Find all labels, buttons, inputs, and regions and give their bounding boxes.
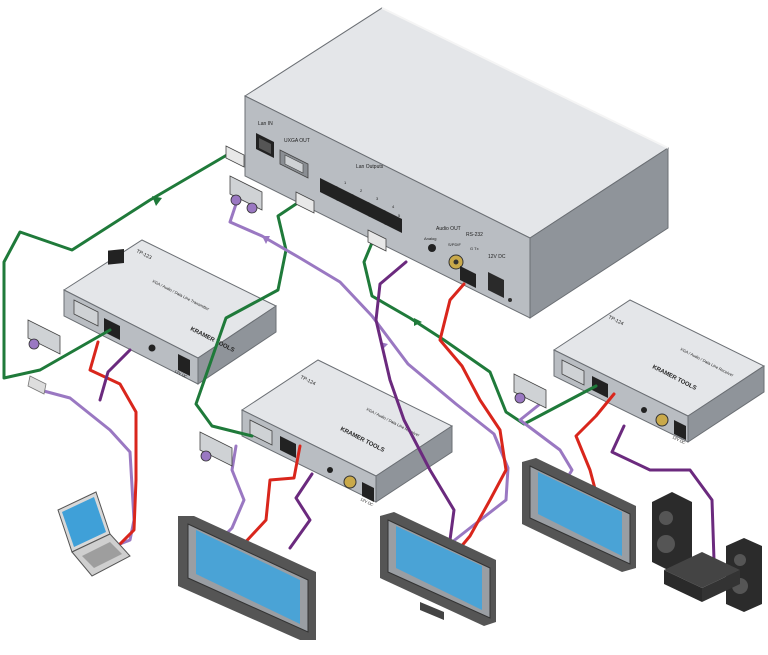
power-jack bbox=[488, 272, 504, 298]
cable-plugs bbox=[27, 145, 547, 467]
receiver-right-unit: TP-124 KRAMER TOOLS XGA / Audio / Data L… bbox=[552, 299, 766, 445]
transmitter-power-jack bbox=[178, 354, 190, 376]
audio-out-label: Audio OUT bbox=[436, 226, 461, 232]
lan-output-ports bbox=[320, 178, 402, 233]
lan-in-port bbox=[256, 133, 274, 158]
lan-outputs-label: Lan Outputs bbox=[356, 164, 384, 170]
rs232-cable-laptop bbox=[88, 340, 138, 548]
lan-cable-out-2 bbox=[194, 198, 304, 438]
audio-cable-center bbox=[288, 472, 314, 550]
rs232-cable-main bbox=[438, 282, 508, 550]
rs232-pins-label: G Tx bbox=[470, 246, 479, 251]
amplifier-icon bbox=[664, 552, 740, 602]
port-number-4: 4 bbox=[392, 204, 395, 209]
rs232-label: RS-232 bbox=[466, 232, 483, 238]
port-number-2: 2 bbox=[360, 188, 363, 193]
port-number-1: 1 bbox=[344, 180, 347, 185]
rs232-terminal bbox=[460, 266, 476, 288]
display-icon bbox=[178, 516, 316, 640]
analog-audio-jack bbox=[428, 244, 436, 252]
receiver-center-lan-port bbox=[280, 436, 296, 458]
audio-cable-main bbox=[374, 260, 456, 542]
vga-cable-laptop bbox=[38, 388, 136, 554]
uxga-out-label: UXGA OUT bbox=[284, 138, 310, 144]
transmitter-power-label: 12V DC bbox=[174, 368, 189, 379]
receiver-center-unit: TP-124 KRAMER TOOLS XGA / Audio / Data L… bbox=[240, 359, 454, 507]
rs232-cable-center bbox=[238, 444, 302, 550]
speaker-icon bbox=[652, 492, 692, 572]
receiver-right-lan-port bbox=[592, 376, 608, 398]
port-number-5: 5 bbox=[398, 213, 401, 218]
display-icon-right bbox=[522, 458, 636, 572]
vga-in-port bbox=[73, 299, 99, 327]
laptop-icon bbox=[57, 491, 131, 577]
uxga-out-port bbox=[279, 149, 309, 179]
lan-in-label: Lan IN bbox=[258, 121, 273, 127]
display-icon-center bbox=[380, 512, 496, 626]
lan-cable-out-5 bbox=[362, 236, 598, 426]
analog-label: Analog bbox=[424, 236, 436, 241]
receiver-right-vga-port bbox=[561, 359, 585, 386]
audio-cable-transmitter bbox=[98, 348, 132, 402]
port-number-3: 3 bbox=[376, 196, 379, 201]
transmitter-audio-jack bbox=[148, 344, 156, 352]
power-label: 12V DC bbox=[488, 254, 506, 260]
lan-cable-in bbox=[2, 150, 234, 380]
transmitter-lan-port bbox=[104, 318, 120, 340]
receiver-center-vga-port bbox=[249, 419, 273, 446]
spdif-label: S/PDIF bbox=[448, 242, 461, 247]
kramer-logo-icon bbox=[108, 248, 124, 265]
transmitter-unit: TP-123 XGA / Audio / Data Line Transmitt… bbox=[62, 239, 277, 385]
receiver-center-power-label: 12V DC bbox=[360, 496, 375, 507]
main-distribution-unit: Lan IN UXGA OUT Lan Outputs 1 2 3 4 5 Au… bbox=[243, 7, 670, 319]
receiver-right-power-label: 12V DC bbox=[672, 434, 687, 445]
